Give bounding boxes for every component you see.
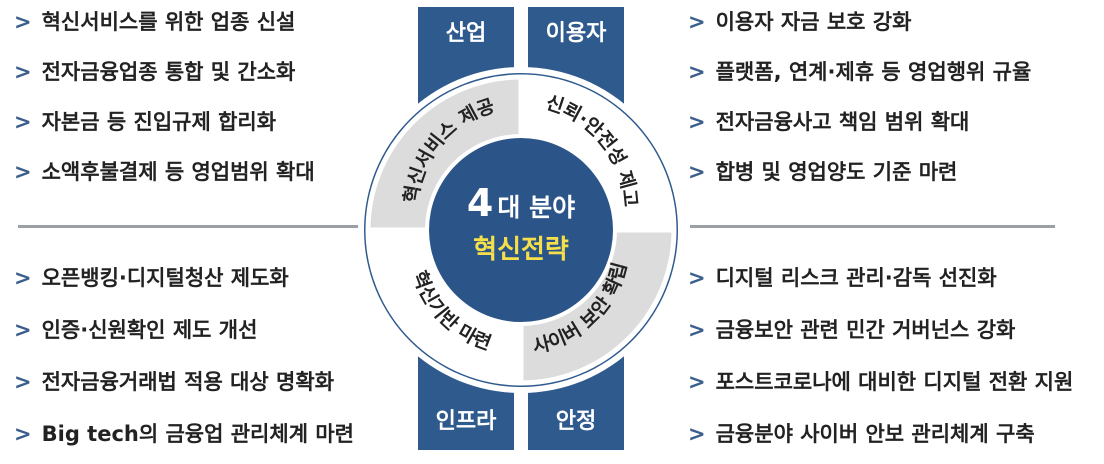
bullet-arrow-icon: > [688, 110, 706, 134]
list-item: >금융분야 사이버 안보 관리체계 구축 [688, 422, 1035, 446]
list-item: >금융보안 관련 민간 거버넌스 강화 [688, 318, 1016, 342]
list-item: >오픈뱅킹·디지털청산 제도화 [14, 266, 289, 290]
bullet-arrow-icon: > [688, 160, 706, 184]
center-title-suffix: 대 분야 [497, 193, 575, 222]
bullet-arrow-icon: > [14, 370, 32, 394]
bullet-arrow-icon: > [14, 160, 32, 184]
center-number: 4 [467, 181, 493, 225]
list-item: >전자금융거래법 적용 대상 명확화 [14, 370, 335, 394]
bullet-arrow-icon: > [14, 110, 32, 134]
divider-left [18, 225, 363, 228]
list-item: >자본금 등 진입규제 합리화 [14, 110, 277, 134]
list-item: >전자금융사고 책임 범위 확대 [688, 110, 970, 134]
list-item: >혁신서비스를 위한 업종 신설 [14, 10, 296, 34]
tag-user: 이용자 [546, 21, 607, 46]
bullet-arrow-icon: > [14, 422, 32, 446]
list-item: >Big tech의 금융업 관리체계 마련 [14, 422, 354, 446]
bullet-arrow-icon: > [688, 10, 706, 34]
divider-right [690, 225, 1055, 228]
bullet-arrow-icon: > [14, 318, 32, 342]
list-item: >인증·신원확인 제도 개선 [14, 318, 258, 342]
bullet-arrow-icon: > [688, 318, 706, 342]
tag-industry: 산업 [446, 21, 486, 46]
tag-stability: 안정 [556, 409, 596, 434]
list-item: >플랫폼, 연계·제휴 등 영업행위 규율 [688, 60, 1032, 84]
bullet-arrow-icon: > [688, 266, 706, 290]
list-item: >포스트코로나에 대비한 디지털 전환 지원 [688, 370, 1074, 394]
list-item: >전자금융업종 통합 및 간소화 [14, 60, 296, 84]
bullet-arrow-icon: > [14, 266, 32, 290]
tag-infra: 인프라 [436, 409, 497, 434]
list-item: >이용자 자금 보호 강화 [688, 10, 912, 34]
list-item: >합병 및 영업양도 기준 마련 [688, 160, 958, 184]
bullet-arrow-icon: > [14, 60, 32, 84]
bullet-arrow-icon: > [14, 10, 32, 34]
bullet-arrow-icon: > [688, 60, 706, 84]
list-item: >소액후불결제 등 영업범위 확대 [14, 160, 315, 184]
center-circle [429, 138, 613, 322]
bullet-arrow-icon: > [688, 370, 706, 394]
bullet-arrow-icon: > [688, 422, 706, 446]
center-subtitle: 혁신전략 [473, 235, 569, 265]
list-item: >디지털 리스크 관리·감독 선진화 [688, 266, 997, 290]
